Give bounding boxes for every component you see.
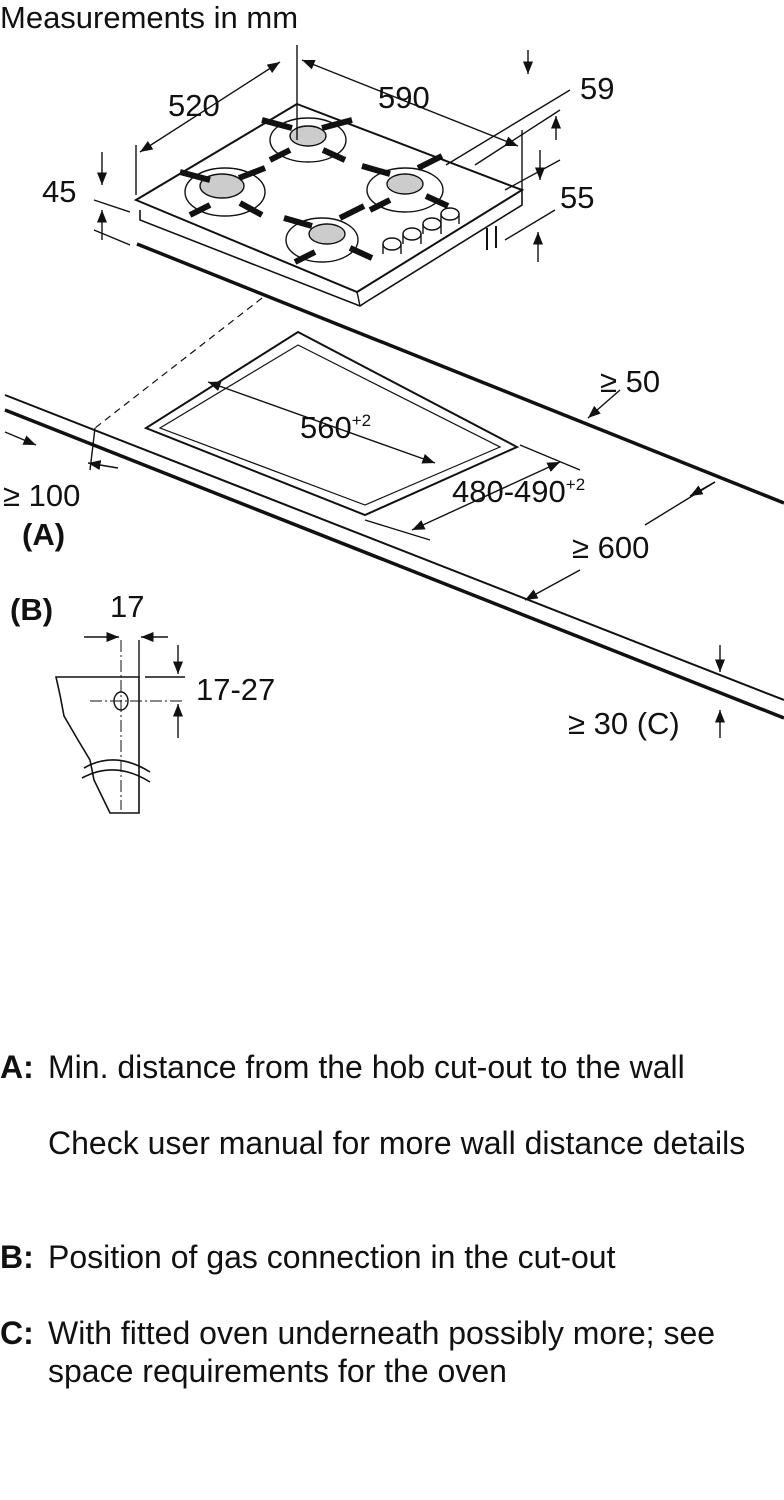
label-a: (A) [22, 517, 65, 552]
installation-diagram: Measurements in mm 520 590 59 45 55 ≥ 50… [0, 0, 784, 814]
dim-59-label: 59 [580, 71, 614, 106]
worktop-back-edge [136, 242, 784, 505]
note-b-key: B: [0, 1239, 34, 1275]
dim-590 [301, 59, 519, 147]
dim-480 [411, 461, 561, 531]
hob-drawing [133, 102, 525, 307]
note-a-text: Min. distance from the hob cut-out to th… [48, 1049, 685, 1085]
label-b: (B) [10, 592, 53, 627]
diagram-title: Measurements in mm [0, 0, 298, 35]
dim-55-label: 55 [560, 180, 594, 215]
dim-520 [139, 61, 281, 153]
dim-width-label: 520 [168, 88, 220, 123]
worktop-depth-label: ≥ 600 [572, 530, 649, 565]
note-c-text: With fitted oven underneath possibly mor… [48, 1315, 716, 1389]
cutout-depth-label: 480-490+2 [452, 474, 585, 509]
gas-connection-detail [55, 631, 185, 814]
rear-min-label: ≥ 50 [600, 364, 660, 399]
gas-x-label: 17 [110, 589, 144, 624]
note-a-key: A: [0, 1049, 34, 1085]
cutout-width-label: 560+2 [300, 410, 371, 445]
dim-depth-label: 590 [378, 80, 430, 115]
worktop-front-edge [4, 408, 784, 720]
gas-pipe [486, 226, 497, 250]
note-b: B: Position of gas connection in the cut… [0, 1238, 784, 1276]
front-min-label: ≥ 30 (C) [568, 706, 680, 741]
note-c-key: C: [0, 1315, 34, 1351]
worktop-front-top-edge [4, 394, 784, 701]
note-c: C: With fitted oven underneath possibly … [0, 1314, 784, 1390]
wall-min-label: ≥ 100 [3, 478, 80, 513]
burner-front [283, 203, 374, 265]
note-b-text: Position of gas connection in the cut-ou… [48, 1239, 616, 1275]
burner-right [361, 153, 450, 213]
notes: A: Min. distance from the hob cut-out to… [0, 1048, 784, 1390]
note-a: A: Min. distance from the hob cut-out to… [0, 1048, 784, 1086]
dim-45-label: 45 [42, 174, 76, 209]
burner-left [179, 165, 267, 218]
gas-y-label: 17-27 [196, 672, 275, 707]
control-knobs [382, 207, 460, 254]
note-a-extra: Check user manual for more wall distance… [48, 1125, 746, 1161]
dim-560 [207, 381, 436, 464]
